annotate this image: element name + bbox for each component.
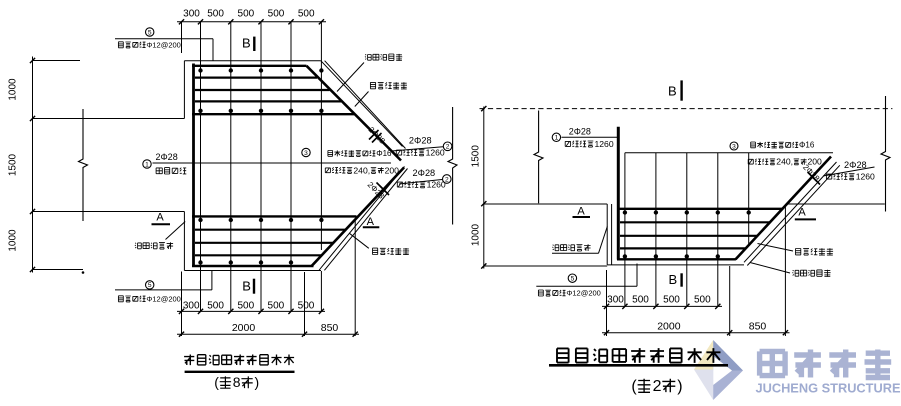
svg-text:500: 500 bbox=[238, 9, 255, 20]
svg-text:500: 500 bbox=[207, 9, 224, 20]
svg-text:5: 5 bbox=[148, 29, 152, 36]
svg-text:2000: 2000 bbox=[232, 322, 256, 334]
svg-text:): ) bbox=[677, 378, 682, 395]
svg-text:B: B bbox=[242, 279, 251, 294]
svg-text:500: 500 bbox=[663, 294, 680, 305]
svg-text:2: 2 bbox=[653, 378, 662, 395]
svg-text:240,: 240, bbox=[353, 165, 370, 175]
svg-text:1260: 1260 bbox=[595, 139, 614, 149]
svg-text:Φ16: Φ16 bbox=[799, 141, 815, 150]
svg-text:1260: 1260 bbox=[856, 172, 875, 182]
svg-text:A: A bbox=[577, 206, 585, 218]
svg-text:2Φ28: 2Φ28 bbox=[156, 152, 178, 162]
svg-text:300: 300 bbox=[183, 300, 200, 311]
svg-text:2Φ28: 2Φ28 bbox=[413, 168, 436, 178]
svg-text:1: 1 bbox=[555, 135, 559, 142]
svg-text:240,: 240, bbox=[776, 157, 793, 167]
svg-text:Φ12@200: Φ12@200 bbox=[146, 40, 180, 49]
svg-text:2Φ28: 2Φ28 bbox=[569, 127, 591, 137]
svg-text:3: 3 bbox=[304, 150, 308, 157]
svg-text:B: B bbox=[668, 272, 677, 287]
svg-text:(: ( bbox=[214, 374, 219, 390]
svg-text:500: 500 bbox=[632, 294, 649, 305]
svg-text:500: 500 bbox=[268, 9, 285, 20]
svg-text:300: 300 bbox=[183, 9, 200, 20]
svg-text:850: 850 bbox=[749, 321, 767, 333]
svg-text:B: B bbox=[668, 84, 677, 99]
svg-text:A: A bbox=[156, 212, 164, 224]
svg-text:A: A bbox=[798, 207, 806, 219]
svg-text:200: 200 bbox=[808, 157, 823, 167]
svg-text:Φ16: Φ16 bbox=[376, 149, 392, 158]
svg-text:1000: 1000 bbox=[8, 78, 19, 101]
svg-text:5: 5 bbox=[571, 276, 575, 283]
svg-text:300: 300 bbox=[607, 294, 624, 305]
svg-text:200: 200 bbox=[385, 165, 400, 175]
svg-text:2: 2 bbox=[445, 176, 449, 183]
svg-text:2000: 2000 bbox=[657, 321, 681, 333]
svg-text:3: 3 bbox=[732, 143, 736, 150]
svg-text:2: 2 bbox=[446, 144, 450, 151]
svg-text:1500: 1500 bbox=[471, 145, 482, 168]
svg-text:5: 5 bbox=[148, 282, 152, 289]
svg-text:B: B bbox=[242, 36, 251, 51]
svg-text:500: 500 bbox=[237, 300, 254, 311]
svg-text:Φ12@200: Φ12@200 bbox=[146, 294, 180, 303]
svg-text:2Φ28: 2Φ28 bbox=[844, 160, 867, 170]
svg-text:1500: 1500 bbox=[8, 153, 19, 176]
svg-text:Φ12@200: Φ12@200 bbox=[566, 289, 600, 298]
svg-text:850: 850 bbox=[321, 322, 339, 334]
svg-text:1000: 1000 bbox=[471, 223, 482, 246]
svg-text:8: 8 bbox=[233, 374, 241, 390]
svg-text:A: A bbox=[367, 216, 375, 228]
svg-text:JUCHENG STRUCTURE: JUCHENG STRUCTURE bbox=[755, 381, 901, 396]
svg-text:1260: 1260 bbox=[426, 148, 445, 158]
svg-text:1: 1 bbox=[145, 161, 149, 168]
svg-text:500: 500 bbox=[298, 9, 315, 20]
svg-text:500: 500 bbox=[298, 300, 315, 311]
svg-text:500: 500 bbox=[268, 300, 285, 311]
svg-text:(: ( bbox=[631, 378, 637, 395]
svg-text:2Φ28: 2Φ28 bbox=[409, 136, 432, 146]
svg-text:500: 500 bbox=[694, 294, 711, 305]
svg-text:1260: 1260 bbox=[427, 180, 446, 190]
svg-text:): ) bbox=[255, 374, 260, 390]
svg-text:500: 500 bbox=[207, 300, 224, 311]
svg-text:1000: 1000 bbox=[8, 229, 19, 252]
